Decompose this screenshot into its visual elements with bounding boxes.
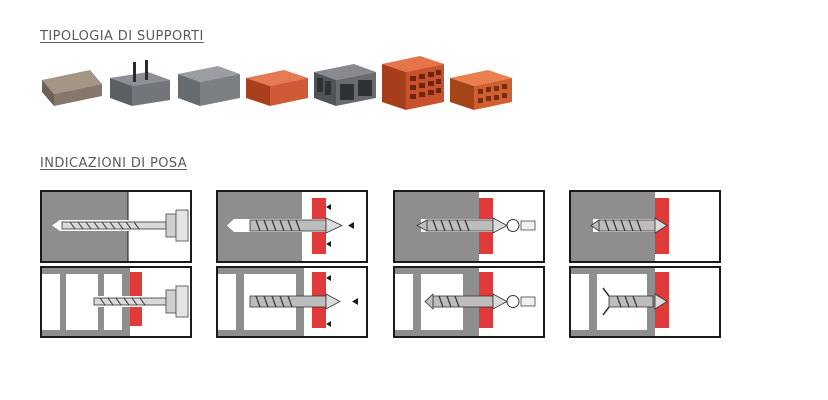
hollow-brick-icon bbox=[450, 70, 512, 110]
concrete-block-with-rods-icon bbox=[110, 60, 170, 106]
hollow-concrete-block-icon bbox=[314, 64, 376, 106]
supports-section-title: TIPOLOGIA DI SUPPORTI bbox=[40, 29, 204, 44]
installation-section-title: INDICAZIONI DI POSA bbox=[40, 156, 188, 171]
drill-step-icon bbox=[40, 190, 192, 338]
screw-step-icon bbox=[393, 190, 545, 338]
stone-block-icon bbox=[42, 70, 102, 106]
installed-anchor-icon bbox=[569, 190, 721, 338]
insert-anchor-step-icon bbox=[216, 190, 368, 338]
solid-brick-icon bbox=[246, 70, 308, 106]
perforated-brick-icon bbox=[382, 56, 444, 110]
concrete-block-icon bbox=[178, 66, 240, 106]
